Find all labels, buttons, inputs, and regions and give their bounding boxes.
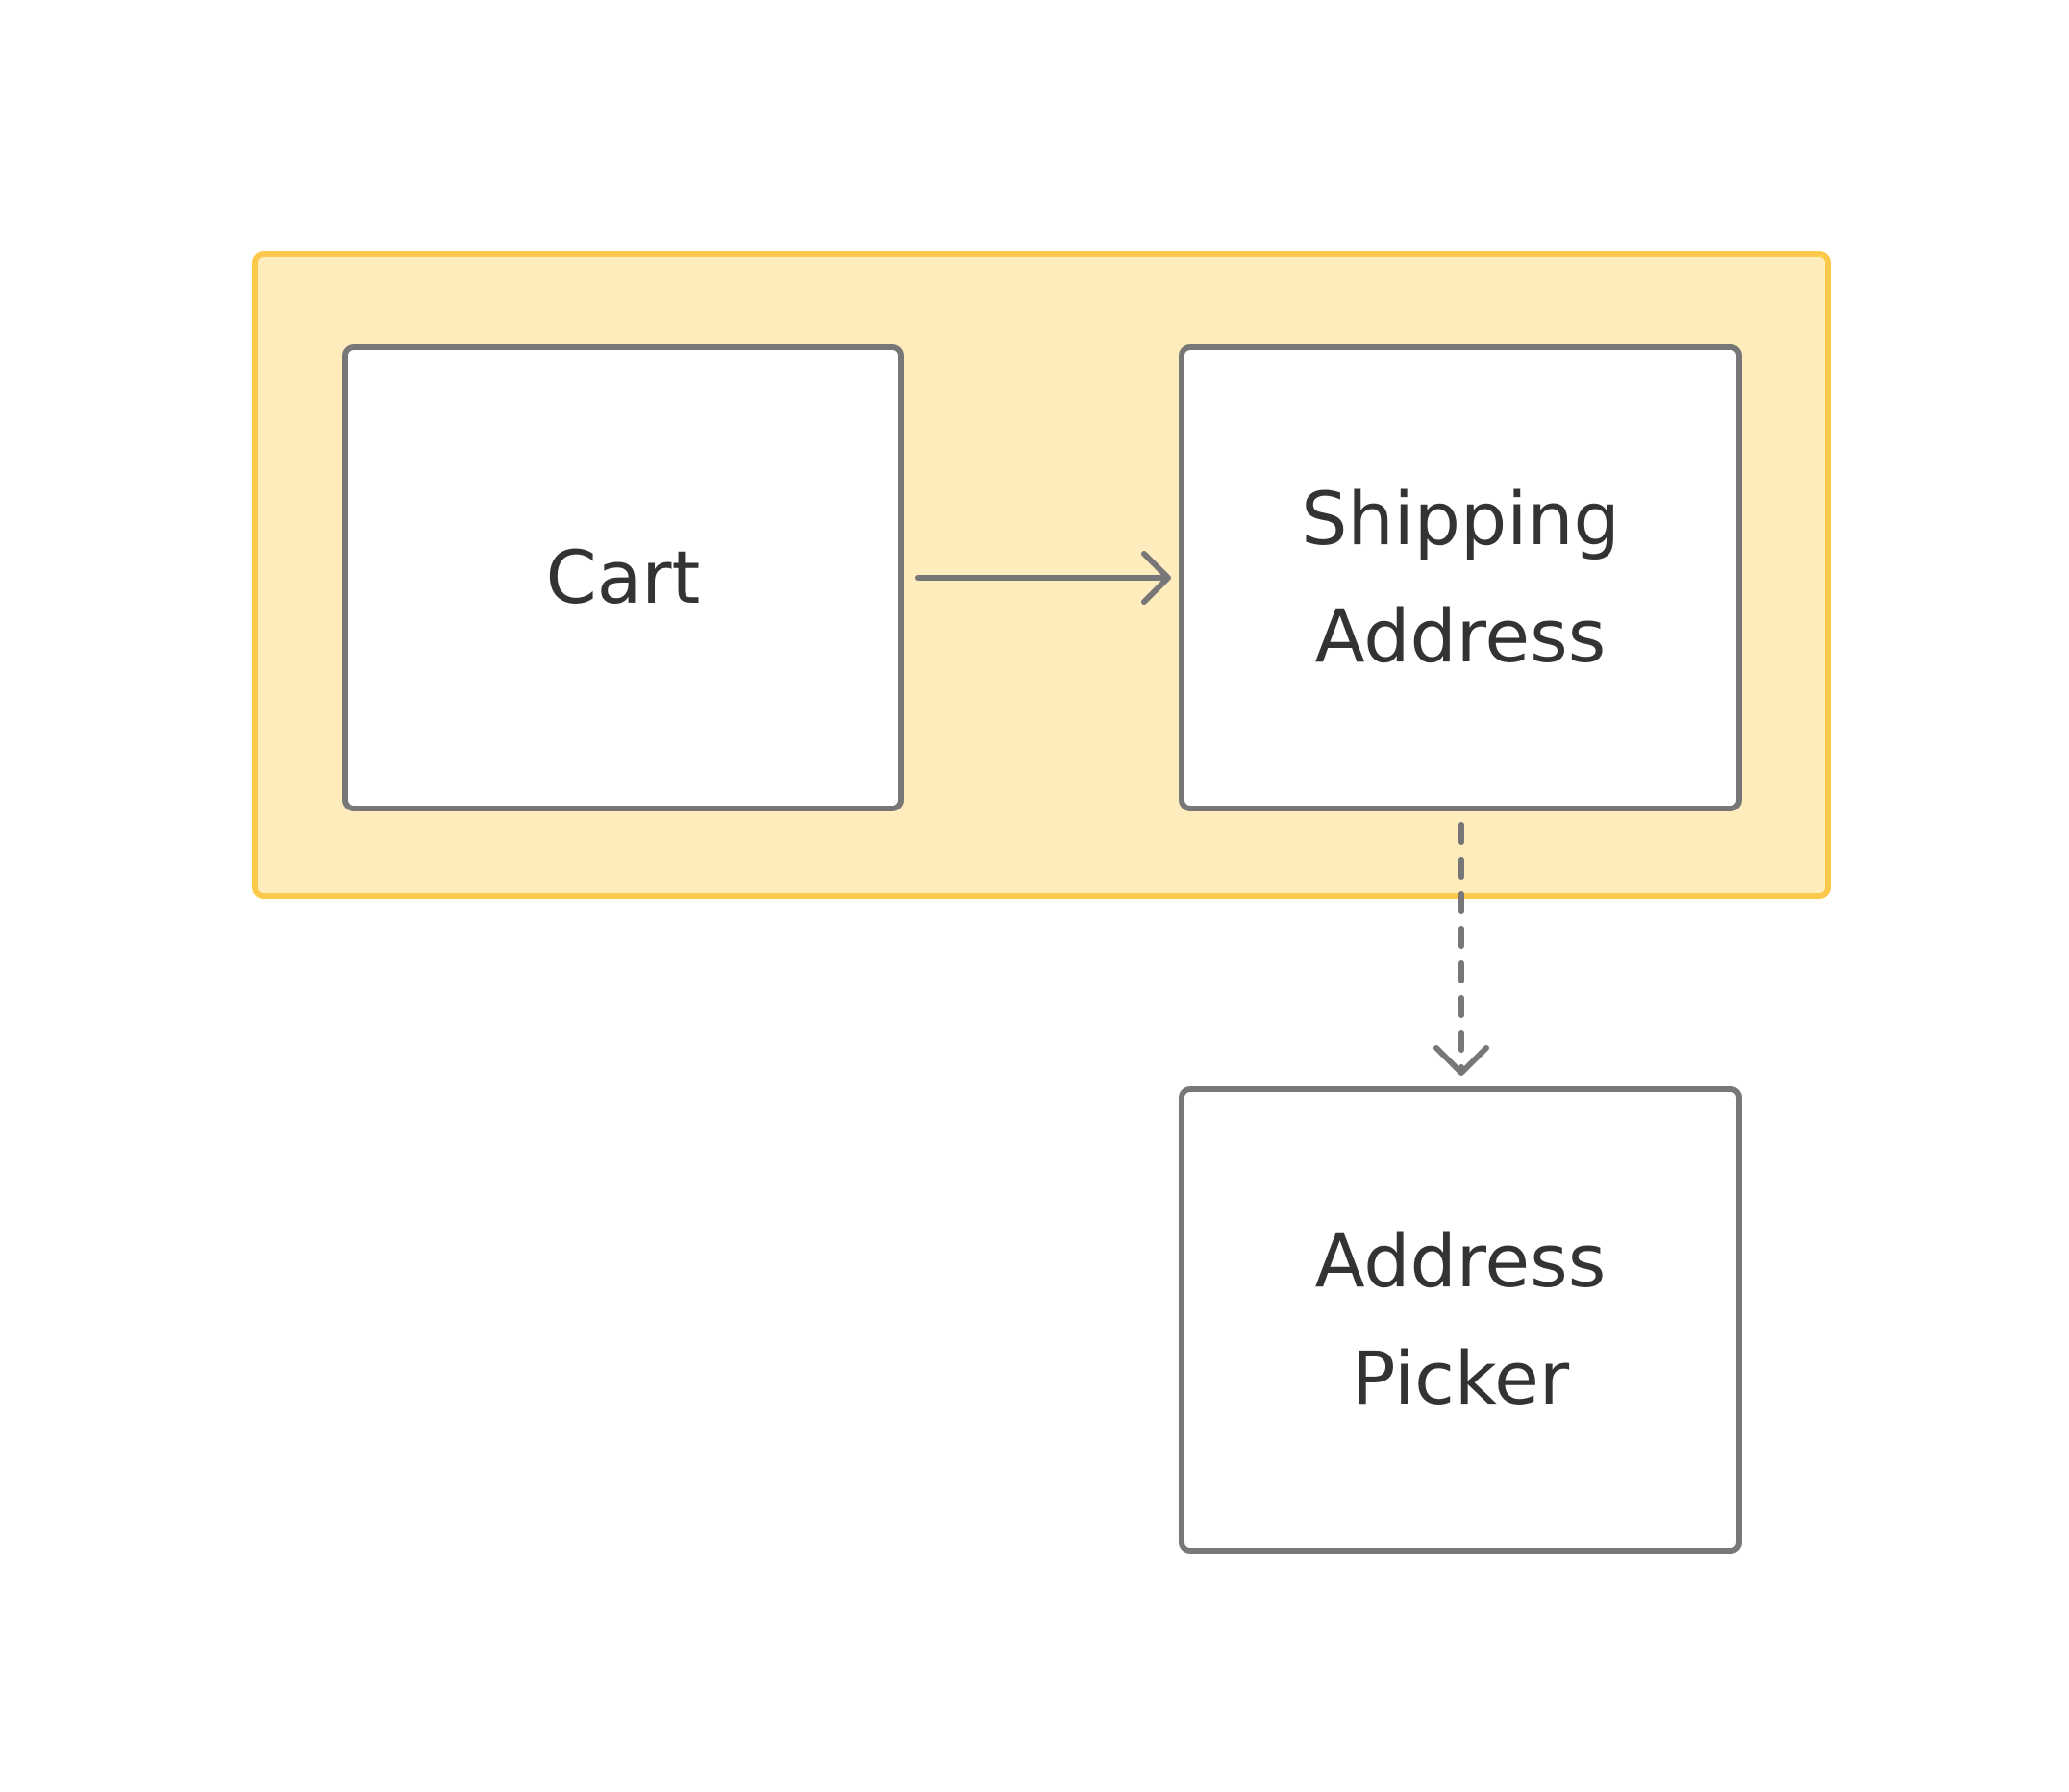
edge-cart-to-shipping[interactable] bbox=[915, 551, 1171, 605]
address-picker-label-line-1: Address bbox=[1314, 1218, 1607, 1304]
shipping-address-label-line-1: Shipping bbox=[1301, 476, 1620, 561]
shipping-address-node[interactable]: Shipping Address bbox=[1179, 344, 1742, 811]
cart-node[interactable]: Cart bbox=[342, 344, 904, 811]
address-picker-node[interactable]: Address Picker bbox=[1179, 1086, 1742, 1554]
edge-cart-to-shipping-arrowhead bbox=[1141, 551, 1171, 605]
cart-label: Cart bbox=[545, 535, 701, 620]
edge-shipping-to-picker-arrowhead bbox=[1433, 1045, 1489, 1076]
address-picker-label-line-2: Picker bbox=[1351, 1335, 1570, 1421]
edge-shipping-to-picker[interactable] bbox=[1433, 822, 1489, 1076]
shipping-address-label-line-2: Address bbox=[1314, 593, 1607, 679]
